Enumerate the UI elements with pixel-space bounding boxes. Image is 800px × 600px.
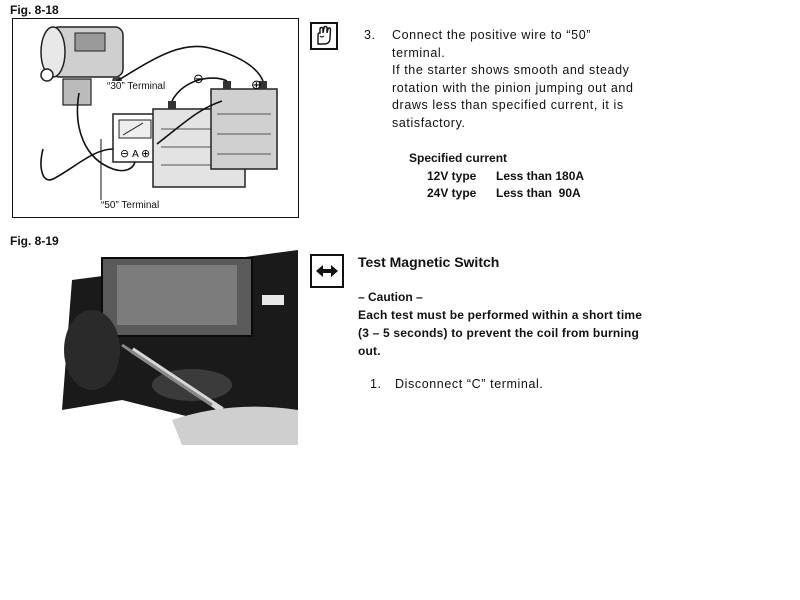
plus-mark: ⊕ <box>251 78 262 93</box>
starter-test-illustration: ⊖ ⊕ ⊖ A ⊕ <box>40 26 278 204</box>
meter-plus-mark: ⊕ <box>141 147 150 160</box>
fig-8-18-label: Fig. 8-18 <box>10 3 59 17</box>
step-3-text: Connect the positive wire to “50” termin… <box>392 27 647 132</box>
spec-row-24v-type: 24V type <box>427 186 477 200</box>
step-3-line: If the starter shows smooth and steady <box>392 63 630 77</box>
starter-motor <box>40 26 124 106</box>
step-3-line: terminal. <box>392 45 446 60</box>
terminal-30-label: “30” Terminal <box>105 81 168 92</box>
fig-8-18-diagram: ⊖ ⊕ ⊖ A ⊕ “30” Terminal “50” Terminal <box>12 18 299 218</box>
test-wires <box>40 45 264 181</box>
step-3-line: Connect the positive wire to “50” <box>392 28 592 42</box>
caution-line: Each test must be performed within a sho… <box>358 308 643 322</box>
step-3-number: 3. <box>364 28 376 42</box>
battery-rear <box>210 81 278 170</box>
meter-letter: A <box>132 149 139 160</box>
meter-minus-mark: ⊖ <box>120 147 129 160</box>
step-3-line: rotation with the pinion jumping out and <box>392 80 634 95</box>
fig-8-19-label: Fig. 8-19 <box>10 234 59 248</box>
section-heading: Test Magnetic Switch <box>358 254 500 270</box>
caution-line: (3 – 5 seconds) to prevent the coil from… <box>358 326 639 340</box>
hand-icon <box>310 22 338 50</box>
magnetic-switch-photo <box>62 250 298 445</box>
minus-mark: ⊖ <box>193 72 204 87</box>
spec-row-12v-value: Less than 180A <box>496 169 585 183</box>
step-1-number: 1. <box>370 377 382 391</box>
step-3-line: draws less than specified current, it is <box>392 98 624 112</box>
step-1-text: Disconnect “C” terminal. <box>395 377 544 391</box>
spec-row-24v-value: Less than 90A <box>496 186 581 200</box>
caution-line: out. <box>358 344 381 358</box>
double-arrow-icon <box>310 254 344 288</box>
caution-body: Each test must be performed within a sho… <box>358 306 658 360</box>
caution-title: – Caution – <box>358 290 423 304</box>
step-3-line: satisfactory. <box>392 115 466 130</box>
terminal-50-label: “50” Terminal <box>99 200 162 211</box>
spec-title: Specified current <box>409 151 508 165</box>
spec-row-12v-type: 12V type <box>427 169 477 183</box>
